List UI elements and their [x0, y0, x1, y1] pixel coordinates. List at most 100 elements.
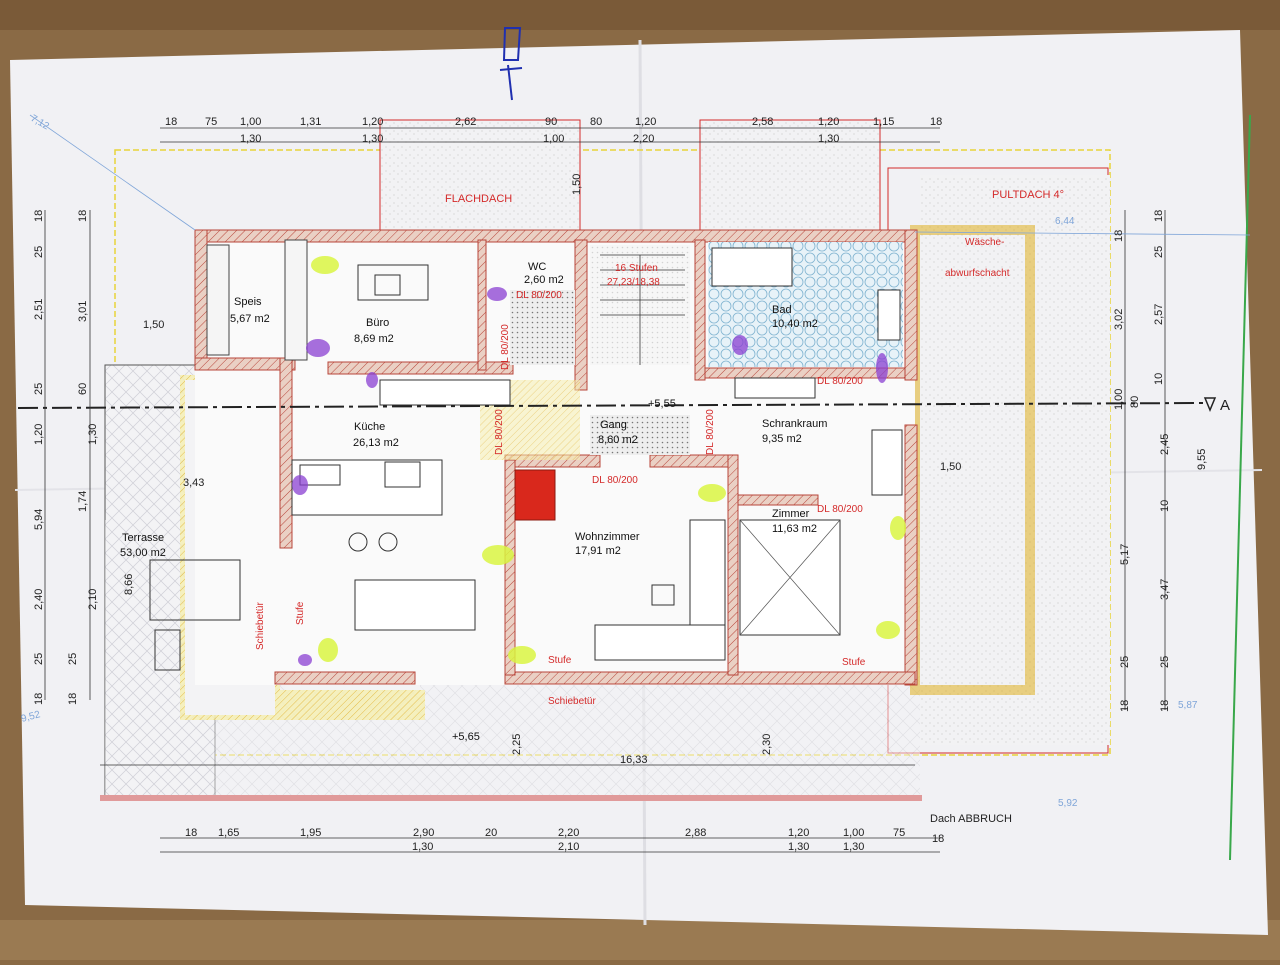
dim-left-i8: 25	[67, 653, 79, 665]
sliding-door-wohn-label: Schiebetür	[548, 696, 596, 707]
dim-right-i7: 25	[1159, 656, 1171, 668]
dimension-chains	[44, 127, 1166, 853]
dim-right-o3: 2,57	[1153, 304, 1165, 325]
dim-left-i5: 1,74	[77, 491, 89, 512]
dim-bottom-1: 18	[185, 827, 197, 839]
dims-top: 18 75 1,00 1,31 1,20 2,62 90 80 1,20 2,5…	[165, 116, 942, 145]
dim-left-o1: 18	[33, 210, 45, 222]
dim-left-o6: 5,94	[33, 509, 45, 530]
room-gang-area: 8,60 m2	[598, 434, 638, 446]
dim-bottom-r2-1: 1,30	[412, 841, 433, 853]
dim-top-7: 90	[545, 116, 557, 128]
room-schrankraum-area: 9,35 m2	[762, 433, 802, 445]
step-wohn-label: Stufe	[548, 655, 572, 666]
chimney	[514, 469, 556, 521]
dim-bottom-2: 1,65	[218, 827, 239, 839]
dim-left-i4: 1,30	[87, 424, 99, 445]
room-speis-name: Speis	[234, 296, 262, 308]
room-zimmer-area: 11,63 m2	[772, 523, 817, 535]
dim-top-r2-3: 1,00	[543, 133, 564, 145]
dim-right-i5: 10	[1159, 500, 1171, 512]
dim-bottom-3: 1,95	[300, 827, 321, 839]
dim-right-o5: 80	[1129, 396, 1141, 408]
dim-left-i6: 8,66	[123, 574, 135, 595]
dim-top-1: 18	[165, 116, 177, 128]
dim-top-r2-5: 1,30	[818, 133, 839, 145]
room-buero-area: 8,69 m2	[354, 333, 394, 345]
dim-left-i7: 2,10	[87, 589, 99, 610]
room-wc-name: WC	[528, 261, 546, 273]
laundry-chute-line1: Wäsche-	[965, 237, 1004, 248]
dim-right-i3: 1,00	[1113, 389, 1125, 410]
dim-bottom-8: 1,20	[788, 827, 809, 839]
door-gang-right-label: DL 80/200	[705, 409, 716, 455]
dim-right-o2: 25	[1153, 246, 1165, 258]
step-kueche-label: Stufe	[295, 601, 306, 625]
room-wc-area: 2,60 m2	[524, 274, 564, 286]
dim-left-o5: 1,20	[33, 424, 45, 445]
dim-left-o8: 25	[33, 653, 45, 665]
laundry-chute-line2: abwurfschacht	[945, 268, 1010, 279]
room-kueche-area: 26,13 m2	[353, 437, 399, 449]
door-wohn-label: DL 80/200	[592, 475, 638, 486]
blue-pen-mark	[499, 27, 523, 101]
dim-right-o1: 18	[1153, 210, 1165, 222]
room-zimmer-name: Zimmer	[772, 508, 810, 520]
room-buero-name: Büro	[366, 317, 389, 329]
step-zimmer-label: Stufe	[842, 657, 866, 668]
room-wohnzimmer-area: 17,91 m2	[575, 545, 621, 557]
dim-top-12: 1,15	[873, 116, 894, 128]
dim-bottom-7: 2,88	[685, 827, 706, 839]
level-terrasse-label: +5,65	[452, 731, 480, 743]
dims-bottom: 18 1,65 1,95 2,90 20 2,20 2,88 1,20 1,00…	[185, 827, 944, 853]
dim-top-r2-2: 1,30	[362, 133, 383, 145]
dim-bottom-6: 2,20	[558, 827, 579, 839]
door-zimmer-label: DL 80/200	[817, 504, 863, 515]
dim-misc-150b: 1,50	[940, 461, 961, 473]
green-border-line	[1229, 114, 1251, 861]
level-gang-label: +5,55	[648, 398, 676, 410]
dim-right-o6: 9,55	[1196, 449, 1208, 470]
room-labels: Speis 5,67 m2 Büro 8,69 m2 WC 2,60 m2 Ba…	[120, 261, 827, 559]
dim-misc-150a: 1,50	[143, 319, 164, 331]
room-gang-name: Gang	[600, 419, 627, 431]
dim-left-o7: 2,40	[33, 589, 45, 610]
dim-right-o7: 5,17	[1119, 544, 1131, 565]
dim-top-11: 1,20	[818, 116, 839, 128]
dim-blue-644: 6,44	[1055, 216, 1075, 227]
stairs-note-line2: 27,23/18,38	[607, 277, 660, 288]
dim-top-4: 1,31	[300, 116, 321, 128]
dim-blue-952: 9,52	[20, 709, 42, 725]
dim-left-i3: 60	[77, 383, 89, 395]
dim-bottom-r2-4: 1,30	[843, 841, 864, 853]
dim-bottom-10: 75	[893, 827, 905, 839]
dims-right: 18 3,02 1,00 2,45 10 3,47 25 18 18 25 2,…	[1113, 210, 1208, 712]
room-terrasse-area: 53,00 m2	[120, 547, 166, 559]
dims-misc: 1,50 3,43 1,50 16,33 2,25 2,30 1,50	[143, 174, 961, 766]
dim-left-i1: 18	[77, 210, 89, 222]
plan-annotations: 16 Stufen 27,23/18,38 Wäsche- abwurfscha…	[255, 237, 1010, 707]
dim-top-2: 75	[205, 116, 217, 128]
dim-right-o9: 18	[1119, 700, 1131, 712]
highlighter-marks	[292, 256, 906, 666]
roof-flachdach-label: FLACHDACH	[445, 193, 512, 205]
roof-dach-abbruch-label: Dach ABBRUCH	[930, 813, 1012, 825]
stairs-note-line1: 16 Stufen	[615, 263, 658, 274]
room-wohnzimmer-name: Wohnzimmer	[575, 531, 640, 543]
dim-blue-587: 5,87	[1178, 700, 1198, 711]
dim-right-i4: 2,45	[1159, 434, 1171, 455]
dim-top-5: 1,20	[362, 116, 383, 128]
roof-pultdach-label: PULTDACH 4°	[992, 189, 1064, 201]
dim-left-o9: 18	[33, 693, 45, 705]
door-wc-label: DL 80/200	[516, 290, 562, 301]
dim-bottom-9: 1,00	[843, 827, 864, 839]
dim-right-i6: 3,47	[1159, 579, 1171, 600]
dim-top-10: 2,58	[752, 116, 773, 128]
room-kueche-name: Küche	[354, 421, 385, 433]
sliding-door-kueche-label: Schiebetür	[255, 602, 266, 650]
room-bad-name: Bad	[772, 304, 792, 316]
dim-bottom-4: 2,90	[413, 827, 434, 839]
dim-top-8: 80	[590, 116, 602, 128]
